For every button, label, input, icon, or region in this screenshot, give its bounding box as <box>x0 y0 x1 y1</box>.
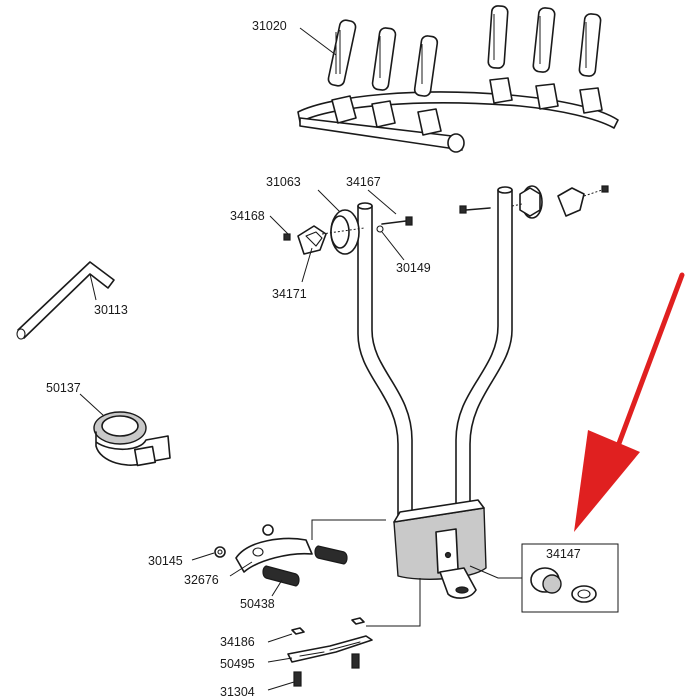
part-upright-frame <box>357 186 513 599</box>
part-washer-30149 <box>376 225 405 261</box>
label-50137: 50137 <box>46 381 81 395</box>
rail-straps <box>327 5 602 97</box>
part-knob-34171 <box>297 225 327 283</box>
label-50438: 50438 <box>240 597 275 611</box>
part-clamp-32676 <box>229 524 313 577</box>
part-bolt-34167 <box>367 189 413 226</box>
label-50495: 50495 <box>220 657 255 671</box>
rail-clamps <box>331 77 603 136</box>
label-34168: 34168 <box>230 209 265 223</box>
part-plate-50495 <box>267 635 373 663</box>
label-31304: 31304 <box>220 685 255 699</box>
label-30149: 30149 <box>396 261 431 275</box>
label-34186: 34186 <box>220 635 255 649</box>
part-nut-30145 <box>191 546 226 561</box>
part-grip-50438 <box>262 545 348 597</box>
detail-box-34147 <box>469 543 619 613</box>
label-34167: 34167 <box>346 175 381 189</box>
part-screw-34168 <box>269 215 291 241</box>
part-knob-31063 <box>317 189 360 255</box>
label-30145: 30145 <box>148 554 183 568</box>
label-31063: 31063 <box>266 175 301 189</box>
red-arrow-icon <box>574 272 685 532</box>
label-34147: 34147 <box>546 547 581 561</box>
part-washer-34186 <box>267 617 365 643</box>
part-right-knob-set <box>459 185 609 219</box>
label-34171: 34171 <box>272 287 307 301</box>
label-32676: 32676 <box>184 573 219 587</box>
part-hex-key-30113 <box>16 261 115 340</box>
label-30113: 30113 <box>94 303 128 317</box>
part-rail-31020 <box>297 5 619 153</box>
part-bolt-31304 <box>267 653 360 691</box>
label-31020: 31020 <box>252 19 287 33</box>
part-strap-50137 <box>79 393 171 467</box>
